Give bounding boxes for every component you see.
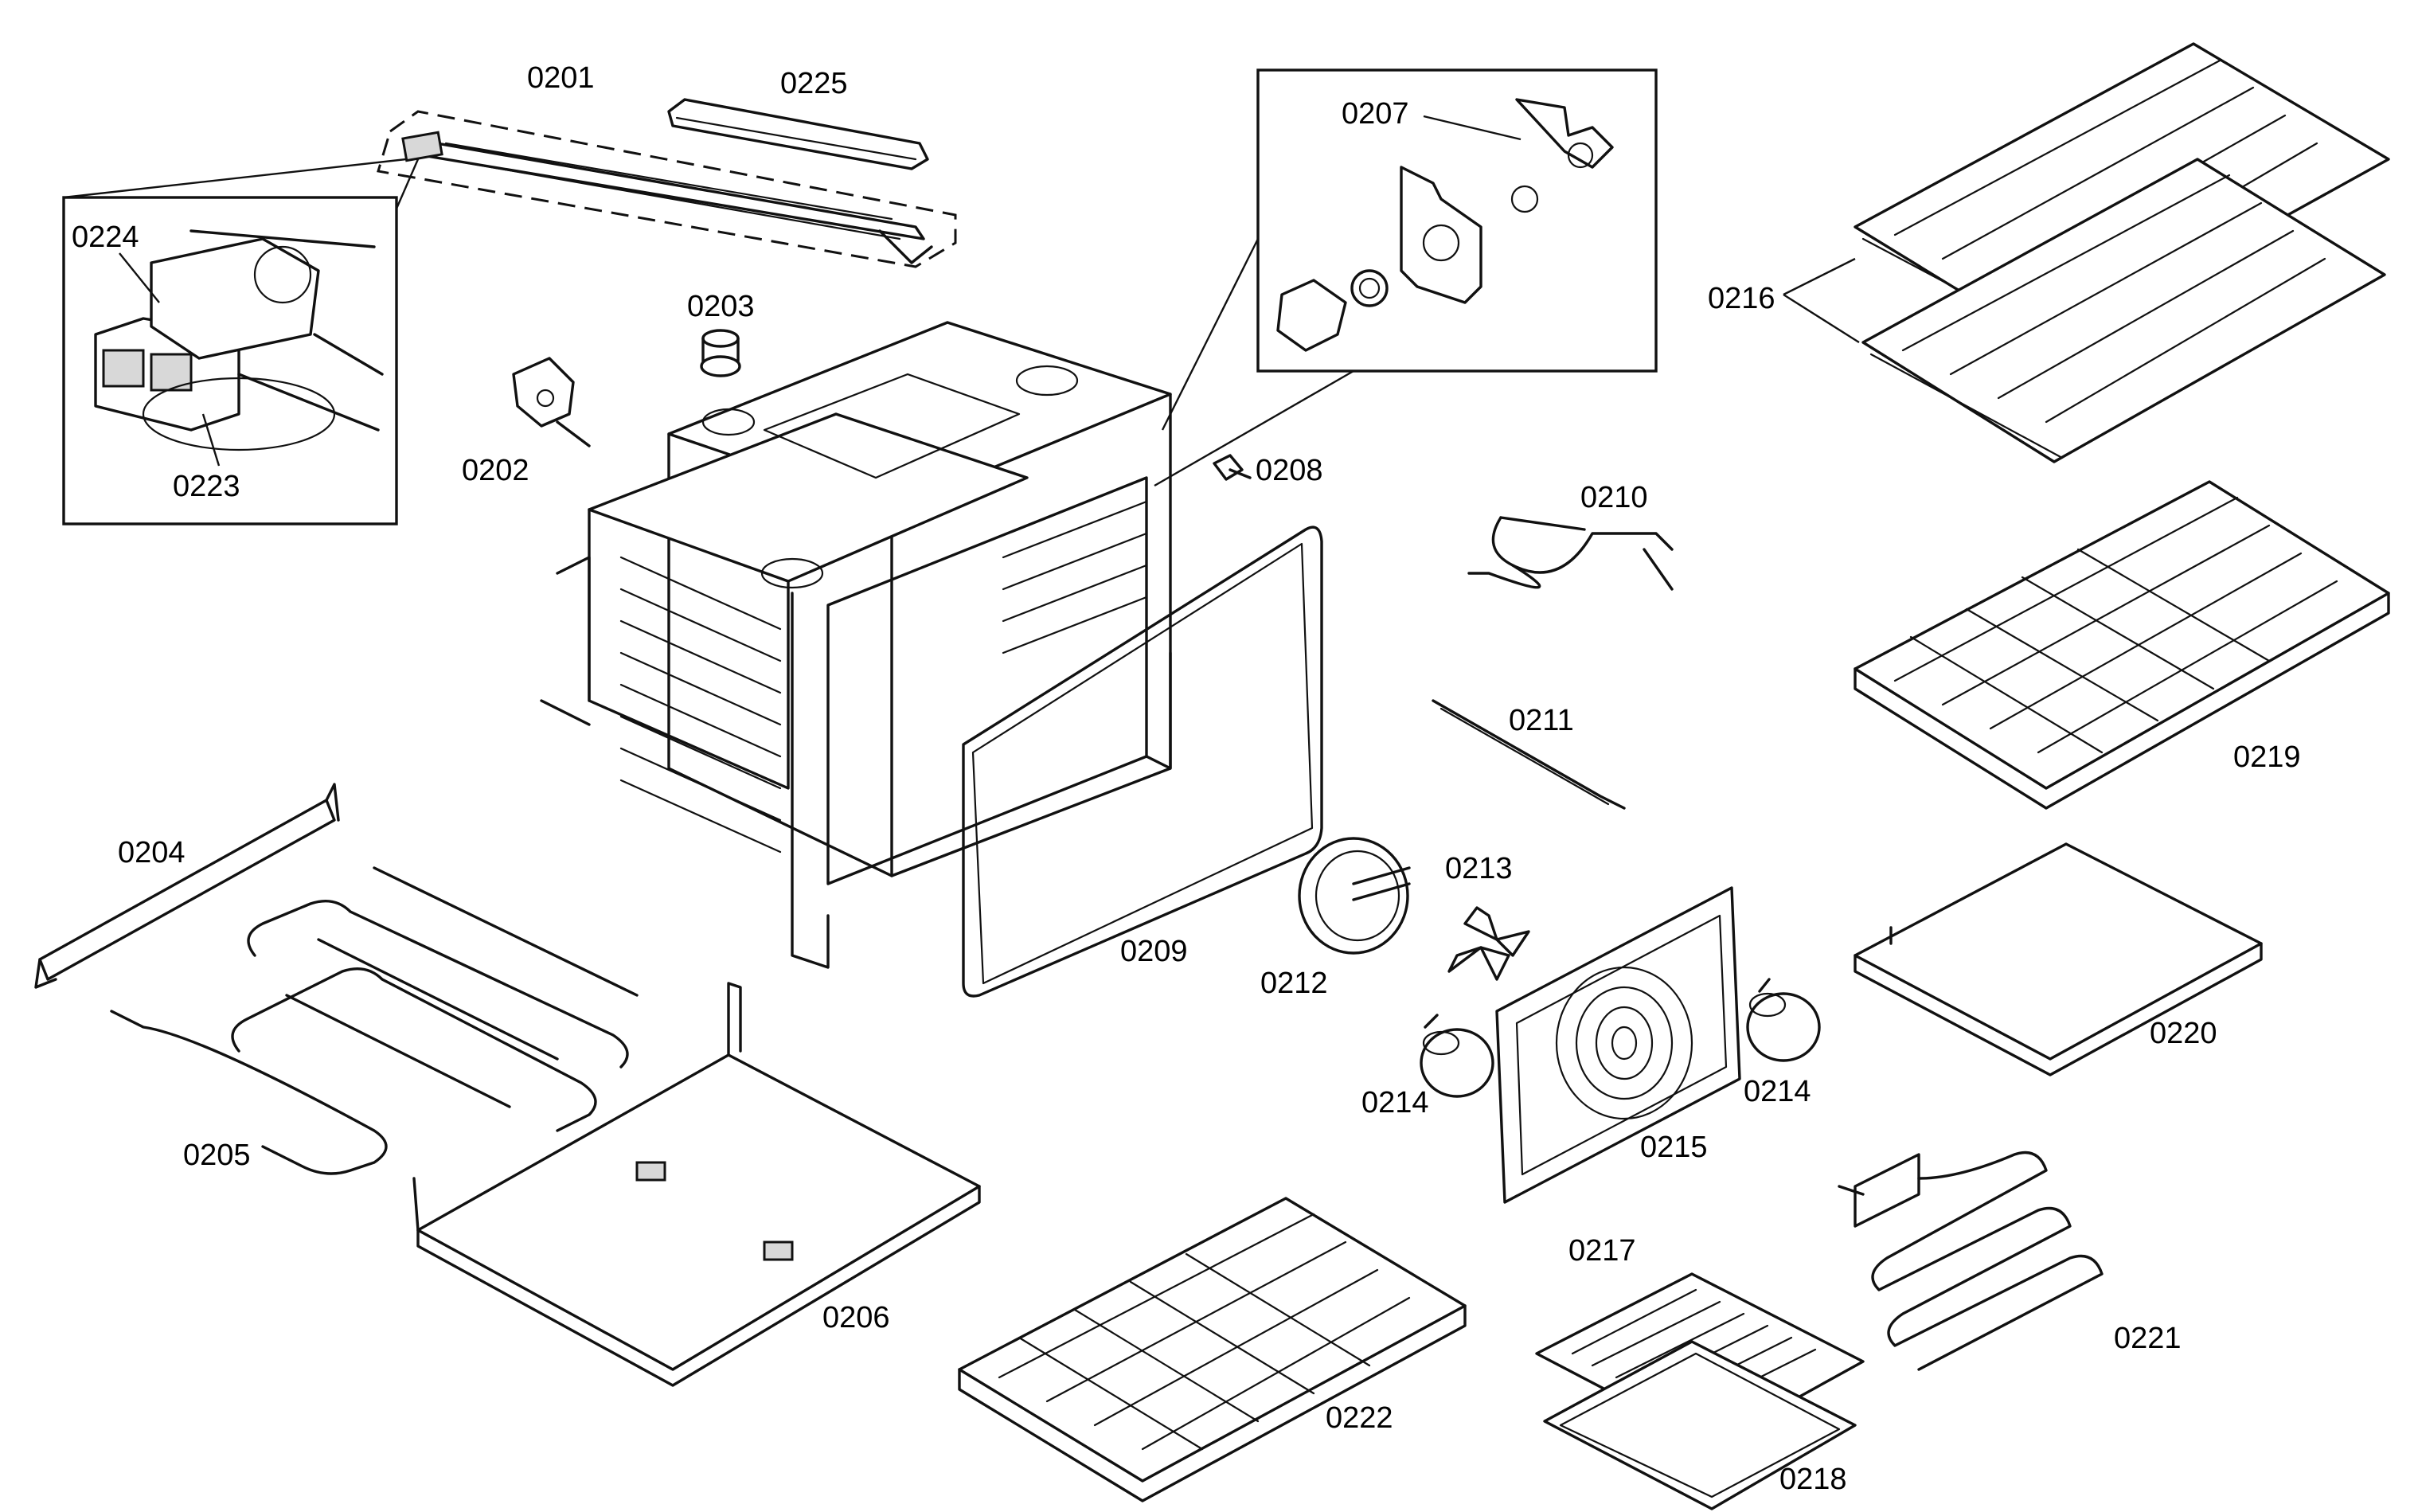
part-0216-racks: [1854, 42, 2390, 463]
part-0214-lamp-right: [1746, 978, 1821, 1062]
leader-0216: [1783, 257, 1860, 344]
label-0207: 0207: [1342, 97, 1409, 131]
label-0208: 0208: [1256, 454, 1323, 487]
part-0219-rack: [1854, 480, 2390, 810]
part-0205-element: [110, 866, 639, 1175]
part-0213-fan: [1447, 906, 1530, 981]
label-0217: 0217: [1568, 1234, 1636, 1268]
inset-box-thermostat: [1154, 68, 1658, 487]
leader-0224: [119, 252, 160, 303]
label-0215: 0215: [1640, 1131, 1708, 1164]
label-0202: 0202: [462, 454, 529, 487]
label-0206: 0206: [822, 1301, 890, 1334]
part-0211-rod: [1432, 699, 1626, 810]
part-0203-cap: [700, 329, 741, 377]
label-0224: 0224: [72, 221, 139, 254]
label-0221: 0221: [2114, 1322, 2182, 1355]
label-0220: 0220: [2150, 1017, 2217, 1050]
part-0220-tray: [1854, 842, 2263, 1076]
part-0214-lamp-left: [1420, 1014, 1494, 1098]
label-0211: 0211: [1509, 704, 1574, 737]
leader-0223: [201, 413, 221, 467]
part-0218-broil-pan: [1543, 1340, 1857, 1510]
label-layer: 0201 0202 0203 0204 0205 0206 0207 0208 …: [72, 61, 2301, 1496]
label-0218: 0218: [1779, 1463, 1847, 1496]
leader-0207: [1423, 115, 1522, 141]
part-0225-rod: [667, 98, 929, 170]
part-0210-sensor: [1467, 516, 1674, 591]
part-0208-clip: [1213, 454, 1252, 481]
label-0219: 0219: [2233, 740, 2301, 774]
label-0203: 0203: [687, 290, 755, 323]
part-0212-ring: [1298, 837, 1411, 955]
label-0205: 0205: [183, 1139, 251, 1172]
part-0202-bracket: [512, 357, 591, 447]
part-0221-element: [1838, 1151, 2104, 1371]
oven-cavity: [540, 321, 1172, 969]
part-0206-floor: [412, 982, 981, 1387]
part-0209-gasket: [962, 525, 1323, 998]
part-0222-rack: [958, 1197, 1467, 1502]
part-0201-top-bar: [377, 110, 957, 268]
part-0215-fan-cover: [1495, 886, 1741, 1204]
label-0214-left: 0214: [1361, 1086, 1429, 1119]
label-0204: 0204: [118, 836, 186, 869]
label-0213: 0213: [1445, 852, 1513, 885]
label-0212: 0212: [1260, 967, 1328, 1000]
label-0223: 0223: [173, 470, 240, 503]
label-0225: 0225: [780, 67, 848, 100]
label-0209: 0209: [1120, 935, 1188, 968]
part-0204-rail: [34, 783, 340, 989]
label-0210: 0210: [1580, 481, 1648, 514]
label-0222: 0222: [1326, 1401, 1393, 1435]
label-0201: 0201: [527, 61, 595, 95]
label-0216: 0216: [1708, 282, 1775, 315]
label-0214-right: 0214: [1744, 1075, 1811, 1108]
inset-box-motor: [62, 158, 420, 525]
